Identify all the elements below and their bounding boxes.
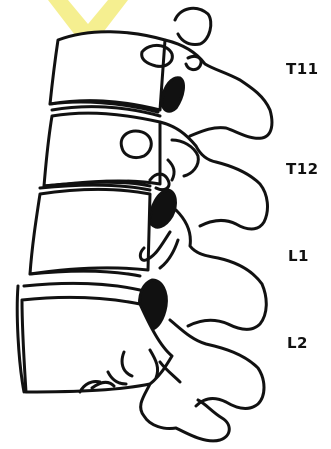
label-t11: T11 <box>286 60 319 78</box>
l1-body <box>30 190 150 275</box>
label-l2: L2 <box>287 334 308 352</box>
t12-body <box>44 113 160 186</box>
l2-lamina <box>170 320 264 408</box>
label-t12: T12 <box>286 160 319 178</box>
l2-disc-line <box>24 283 140 290</box>
t12-foramen <box>150 190 175 227</box>
l2-inferior-process <box>141 384 230 441</box>
t11-body <box>50 32 165 110</box>
label-l1: L1 <box>288 247 309 265</box>
vertebra-l2 <box>17 283 264 441</box>
t11-superior-process <box>175 8 211 44</box>
t11-foramen <box>162 78 183 112</box>
